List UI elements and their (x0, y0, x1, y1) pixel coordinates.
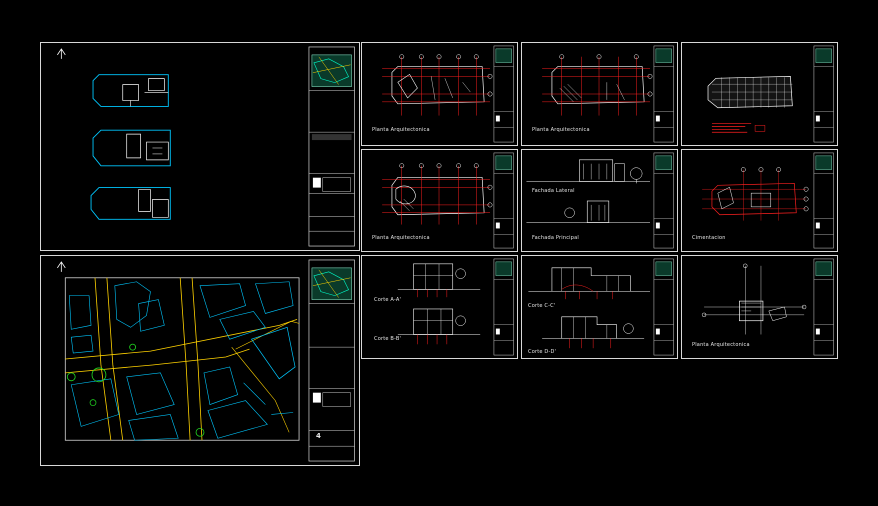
sheet-10-drawing (528, 258, 674, 356)
sheet-floor-plan-b[interactable]: Planta Arquitectonica (521, 42, 678, 146)
sheet-2-drawing (382, 45, 514, 143)
sheet-7-drawing (702, 152, 834, 249)
sheet-facades[interactable]: Fachada Lateral Fachada Principal (521, 149, 678, 252)
sheet-floor-plan-c[interactable]: Planta Arquitectonica (361, 149, 518, 252)
sheet-foundation[interactable]: Cimentacion (681, 149, 838, 252)
sheet-floor-plan-a[interactable]: Planta Arquitectonica (361, 42, 518, 146)
sheet-3-title: Planta Arquitectonica (532, 127, 590, 133)
sheet-8-drawing (57, 259, 355, 462)
sheet-floor-plans-overview[interactable] (40, 42, 360, 251)
sheet-7-title: Cimentacion (692, 235, 726, 241)
sheet-1-drawing (57, 46, 355, 247)
sheet-sections-cd[interactable]: Corte C-C' Corte D-D' (521, 255, 678, 359)
sheet-3-drawing (542, 45, 674, 143)
sheet-11-title: Planta Arquitectonica (692, 342, 750, 348)
sheet-2-title: Planta Arquitectonica (372, 127, 430, 133)
sheet-9-drawing (397, 258, 514, 356)
sheet-6-title-2: Fachada Principal (532, 235, 579, 241)
sheet-number-mark: 4 (316, 432, 322, 440)
sheet-9-title-2: Corte B-B' (374, 336, 402, 342)
sheet-floor-plan-d[interactable]: Planta Arquitectonica (681, 255, 838, 359)
sheet-4-drawing (707, 45, 834, 143)
sheet-9-title: Corte A-A' (374, 297, 402, 303)
sheet-site-plan[interactable]: 4 (40, 255, 360, 466)
sheet-5-title: Planta Arquitectonica (372, 235, 430, 241)
sheet-sections-ab[interactable]: Corte A-A' Corte B-B' (361, 255, 518, 359)
sheet-10-title-2: Corte D-D' (528, 349, 557, 355)
sheet-structural-grid[interactable] (681, 42, 838, 146)
sheet-5-drawing (382, 152, 514, 249)
sheet-10-title: Corte C-C' (528, 303, 556, 309)
sheet-6-title: Fachada Lateral (532, 188, 575, 194)
sheet-6-drawing (526, 152, 674, 249)
sheet-11-drawing (701, 258, 834, 356)
